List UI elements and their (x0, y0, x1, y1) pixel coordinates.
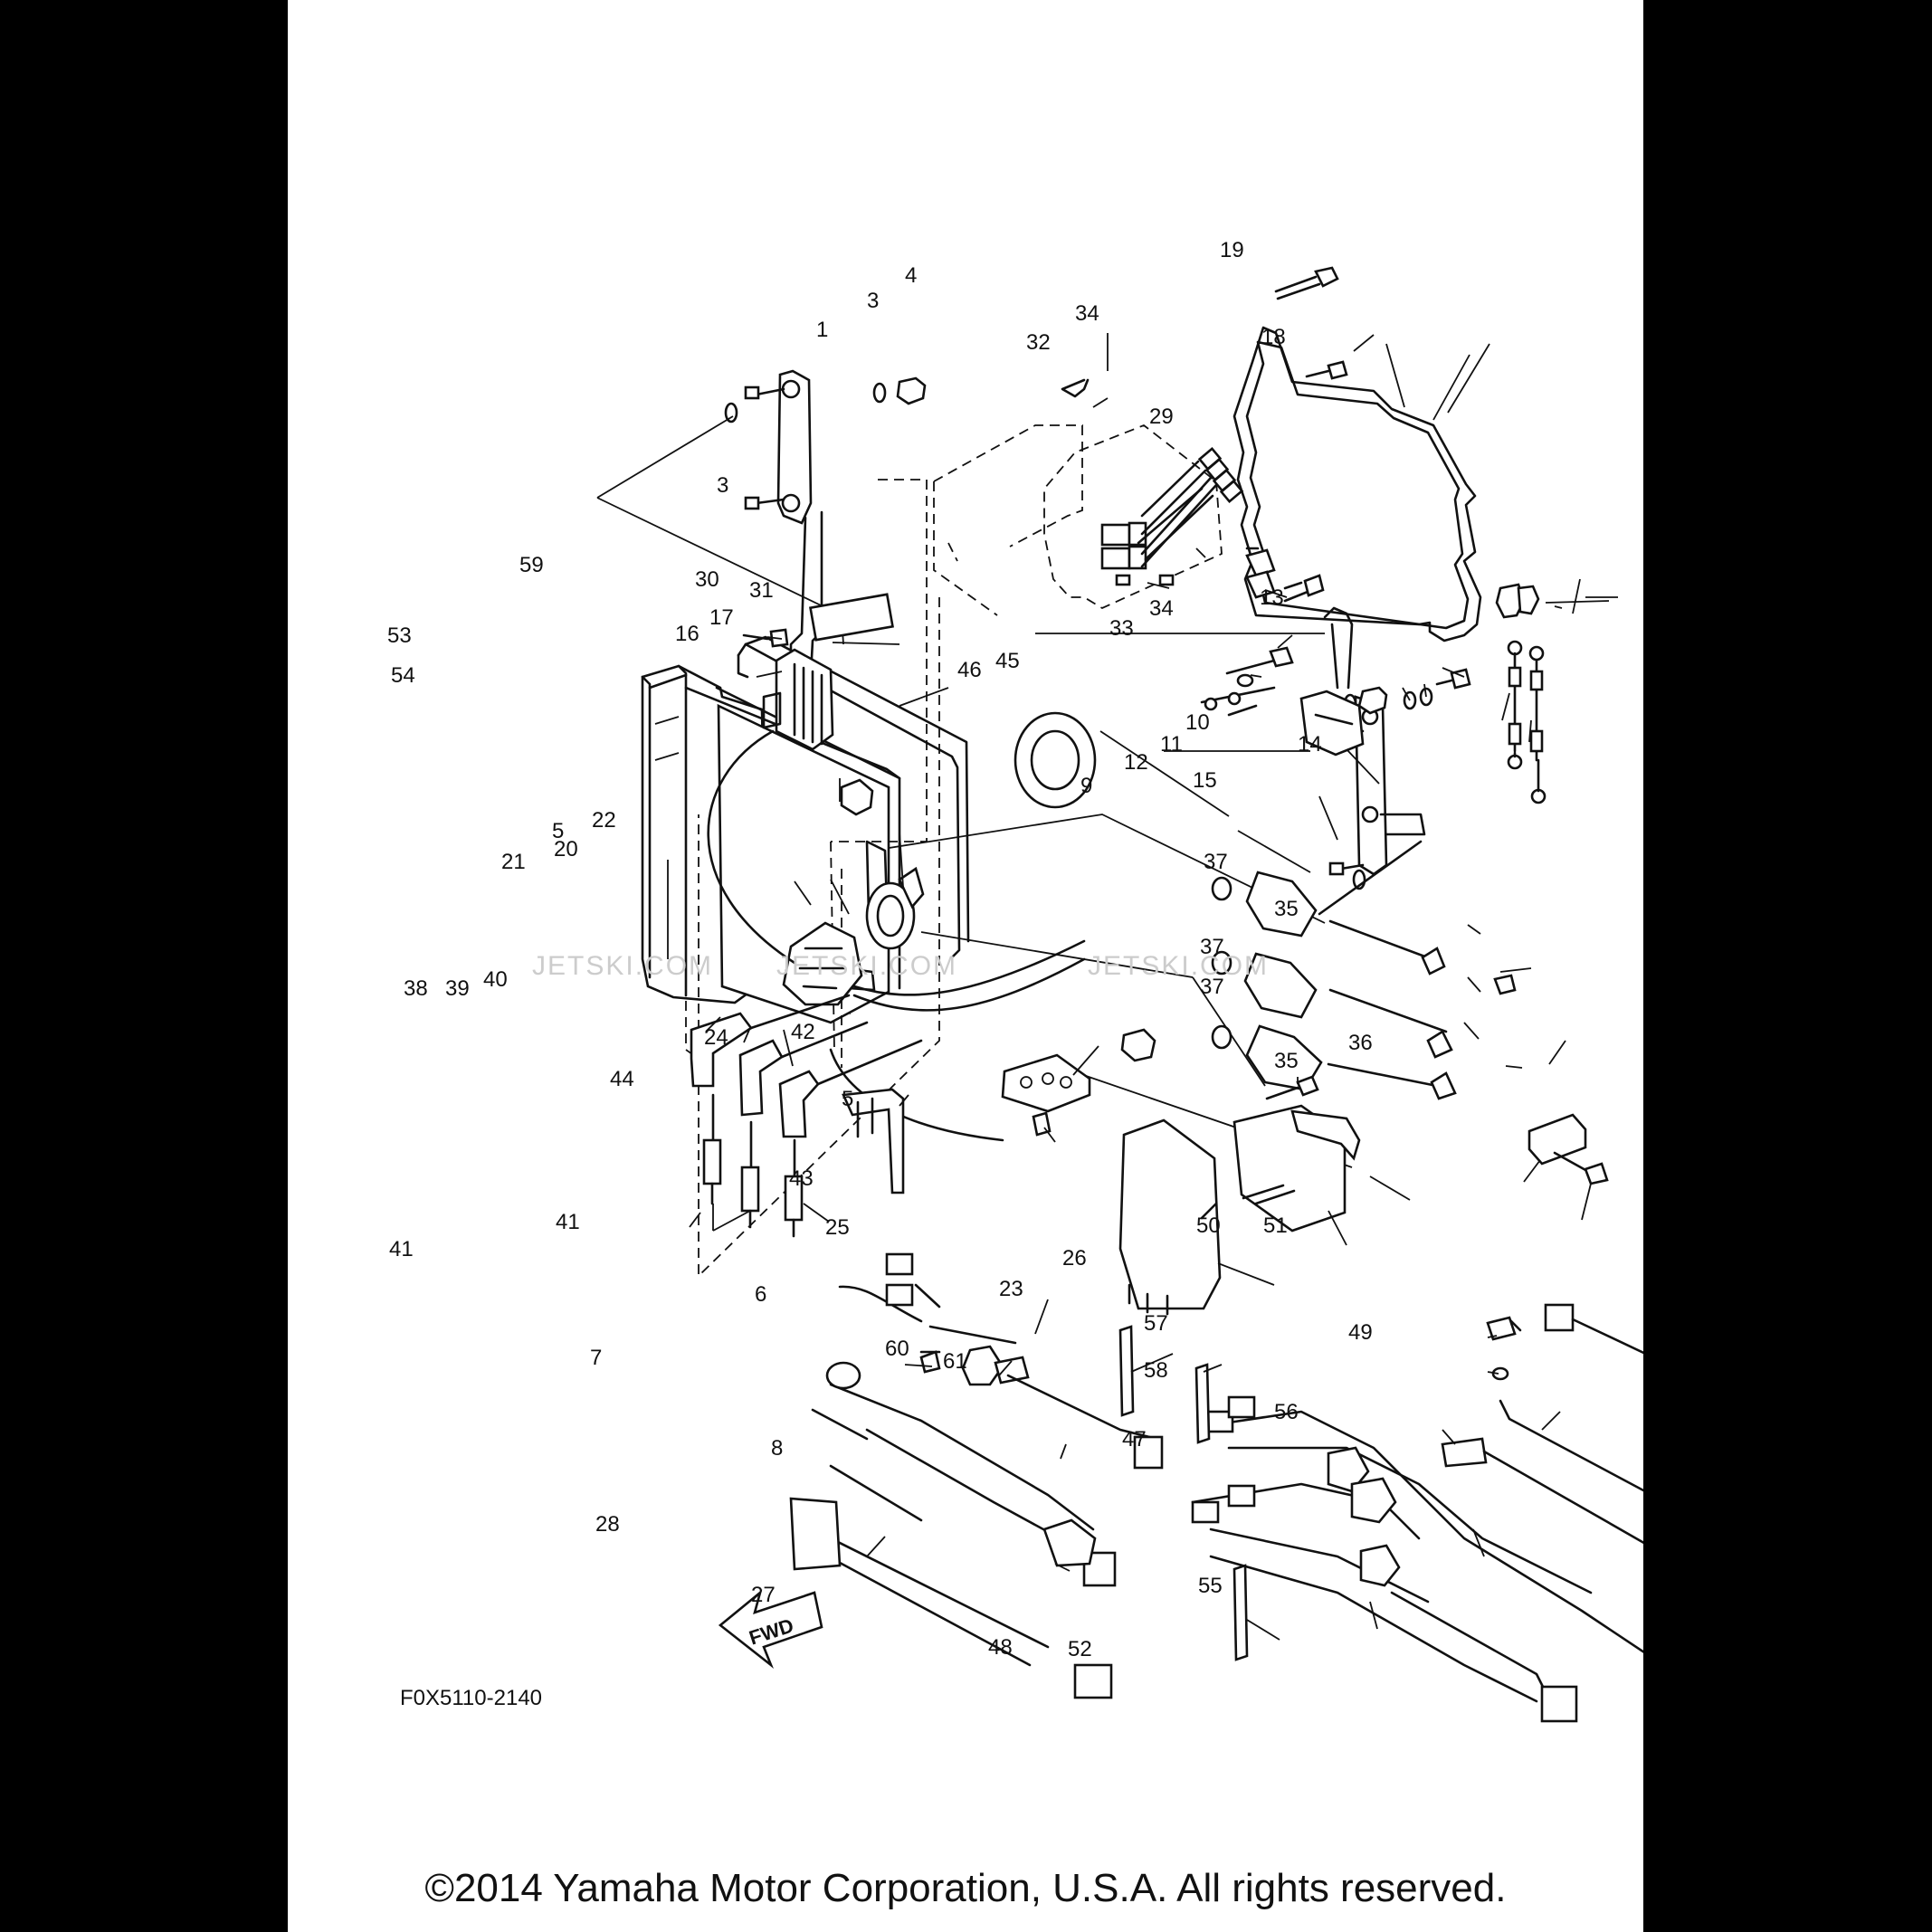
callout: 37 (1200, 935, 1224, 959)
copyright-notice: ©2014 Yamaha Motor Corporation, U.S.A. A… (424, 1866, 1507, 1910)
callout: 25 (825, 1215, 850, 1240)
callout: 50 (1196, 1213, 1221, 1238)
rectifier-53 (742, 593, 894, 751)
callout: 5 (842, 1087, 853, 1111)
callout: 41 (389, 1237, 414, 1261)
callout: 24 (704, 1025, 728, 1050)
callout: 7 (590, 1346, 602, 1370)
callout: 9 (1080, 774, 1092, 798)
callout: 48 (988, 1635, 1013, 1660)
pulley-20-21 (782, 711, 1097, 1006)
callout: 47 (1122, 1427, 1147, 1451)
callout: 39 (445, 976, 470, 1001)
callout: 49 (1348, 1320, 1373, 1345)
callout: 54 (391, 663, 415, 688)
callout: 21 (501, 850, 526, 874)
callout: 3 (867, 289, 879, 313)
screw-19 (1274, 266, 1339, 300)
callout: 1 (816, 318, 828, 342)
callout: 13 (1260, 585, 1284, 610)
callout: 23 (999, 1277, 1023, 1301)
hardware-45-46 (1200, 646, 1294, 717)
callout: 37 (1204, 850, 1228, 874)
watermark: JETSKI.COM (532, 951, 713, 981)
callout: 53 (387, 623, 412, 648)
diagram-sheet: JETSKI.COM JETSKI.COM JETSKI.COM FWD 1 2… (288, 0, 1643, 1932)
callout: 59 (519, 553, 544, 577)
callout: 52 (1068, 1637, 1092, 1661)
callout: 16 (675, 622, 700, 646)
callout: 15 (1193, 768, 1217, 793)
callout: 30 (695, 567, 719, 592)
leader-lines (689, 333, 1618, 1641)
callout: 34 (1149, 596, 1174, 621)
box-29 (1043, 424, 1223, 610)
plug-caps (690, 994, 923, 1238)
watermark: JETSKI.COM (1088, 951, 1269, 981)
callout: 5 (552, 819, 564, 843)
callout: 18 (1261, 325, 1286, 349)
callout: 38 (404, 976, 428, 1001)
callout: 51 (1263, 1213, 1288, 1238)
callout: 57 (1144, 1311, 1168, 1336)
callout: 11 (1160, 732, 1183, 757)
washers-nuts (724, 376, 1388, 890)
callout: 36 (1348, 1031, 1373, 1055)
callout: 17 (709, 605, 734, 630)
callout: 60 (885, 1337, 909, 1361)
callout: 19 (1220, 238, 1244, 262)
callout: 40 (483, 967, 508, 992)
ignition-coils (1211, 840, 1517, 1100)
bracket-50 (1528, 1113, 1609, 1185)
callout: 27 (751, 1583, 776, 1607)
callout: 10 (1185, 710, 1210, 735)
callout: 6 (755, 1282, 766, 1307)
callout: 33 (1109, 616, 1134, 641)
callout: 56 (1274, 1400, 1299, 1424)
ecu-23 (1118, 1075, 1361, 1316)
callout: 32 (1026, 330, 1051, 355)
callout: 46 (957, 658, 982, 682)
callout: 4 (905, 263, 917, 288)
callout: 14 (1298, 732, 1322, 757)
relay-9 (1299, 606, 1471, 757)
grommet-5 (840, 778, 1156, 1062)
callout: 55 (1198, 1574, 1223, 1598)
callout: 35 (1274, 1049, 1299, 1073)
callout: 28 (595, 1512, 620, 1537)
callout: 34 (1075, 301, 1099, 326)
harness-right (1118, 1303, 1643, 1723)
callout: 43 (789, 1166, 814, 1191)
callout: 61 (943, 1349, 967, 1374)
callout: 58 (1144, 1358, 1168, 1383)
cover-17 (737, 635, 970, 959)
callout: 35 (1274, 897, 1299, 921)
parts-diagram: JETSKI.COM JETSKI.COM JETSKI.COM FWD 1 2… (387, 238, 1643, 1723)
clamps-42-44 (842, 1053, 1091, 1194)
callout: 22 (592, 808, 616, 833)
callout: 44 (610, 1067, 634, 1091)
callout: 29 (1149, 404, 1174, 429)
fwd-arrow (718, 1589, 823, 1670)
callout: 26 (1062, 1246, 1087, 1271)
figure-reference: F0X5110-2140 (400, 1686, 542, 1710)
gasket-18 (1232, 326, 1482, 642)
callout: 8 (771, 1436, 783, 1461)
callout: 12 (1124, 750, 1148, 775)
callout: 42 (791, 1020, 815, 1044)
callout: 3 (717, 473, 728, 498)
callout: 37 (1200, 975, 1224, 999)
callout: 41 (556, 1210, 580, 1234)
leads-13-14-15 (1495, 583, 1547, 804)
relay-assembly (1061, 360, 1348, 603)
callout: 20 (554, 837, 578, 861)
watermark: JETSKI.COM (776, 951, 957, 981)
callout: 31 (749, 578, 774, 603)
harness-left (789, 1252, 1164, 1699)
callout: 45 (995, 649, 1020, 673)
